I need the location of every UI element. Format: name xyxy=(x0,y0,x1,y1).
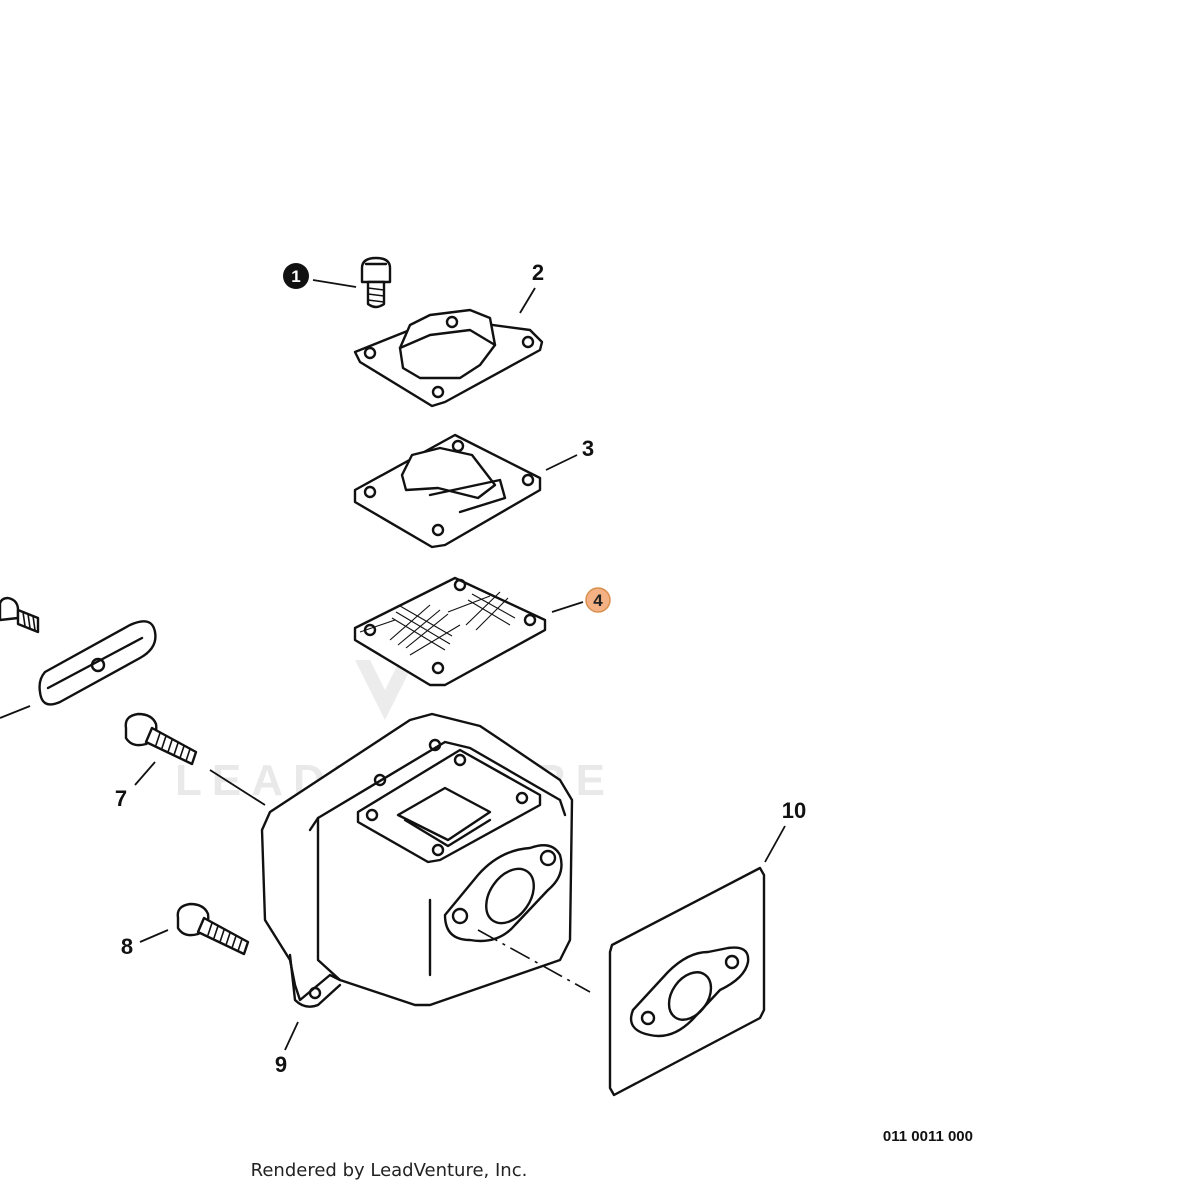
leader-partial-left xyxy=(0,705,31,719)
callout-1[interactable]: 1 xyxy=(283,263,309,289)
callout-7-label[interactable]: 7 xyxy=(115,786,127,811)
part-4-spark-arrestor-screen[interactable] xyxy=(353,576,547,687)
callout-4-highlighted[interactable]: 4 xyxy=(585,587,611,613)
callout-1-label: 1 xyxy=(291,267,300,286)
part-10-gasket[interactable] xyxy=(608,866,766,1097)
assembly-center-line xyxy=(477,929,591,993)
callout-1-badge xyxy=(283,263,309,289)
render-credit: Rendered by LeadVenture, Inc. xyxy=(251,1160,528,1181)
watermark-logo-icon xyxy=(355,660,415,720)
callout-2-label[interactable]: 2 xyxy=(532,260,544,285)
part-1-screw[interactable] xyxy=(360,256,392,309)
part-7-bolt[interactable] xyxy=(124,712,198,766)
part-9-muffler-body[interactable] xyxy=(260,712,574,1008)
leader-lines xyxy=(134,279,786,1051)
part-3-baffle-plate[interactable] xyxy=(353,433,542,549)
callout-8-label[interactable]: 8 xyxy=(121,934,133,959)
partial-deflector-plate[interactable] xyxy=(38,620,157,706)
drawing-code: 011 0011 000 xyxy=(883,1128,973,1145)
callout-4-badge xyxy=(585,587,611,613)
part-8-bolt[interactable] xyxy=(176,902,250,956)
callout-4-label: 4 xyxy=(593,591,603,610)
callout-10-label[interactable]: 10 xyxy=(782,798,806,823)
callout-9-label[interactable]: 9 xyxy=(275,1052,287,1077)
callout-3-label[interactable]: 3 xyxy=(582,436,594,461)
partial-screw-left[interactable] xyxy=(0,596,40,634)
part-2-cover-plate[interactable] xyxy=(353,308,544,408)
